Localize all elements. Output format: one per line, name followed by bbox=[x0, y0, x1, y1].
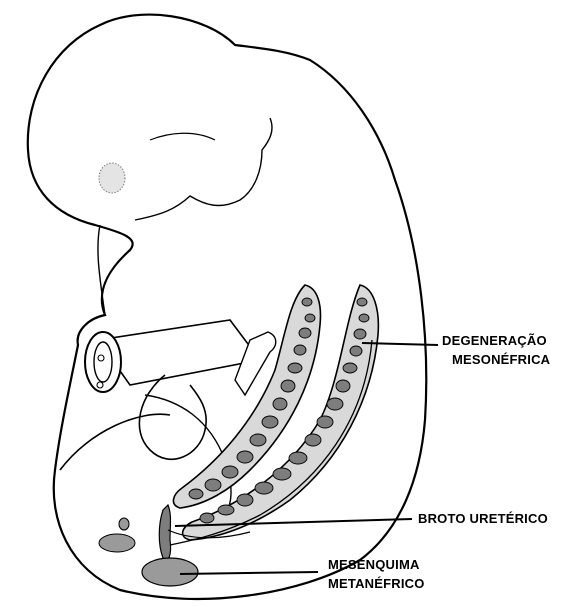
label-broto: BROTO URETÉRICO bbox=[418, 511, 548, 526]
otic-placode bbox=[99, 163, 125, 193]
label-mesenquima-line1: MESENQUIMA bbox=[328, 557, 420, 572]
metanephric-mesenchyme bbox=[142, 558, 198, 586]
label-degeneracao-line2: MESONÉFRICA bbox=[452, 352, 551, 367]
label-mesenquima-line2: METANÉFRICO bbox=[328, 576, 425, 591]
label-degeneracao-line1: DEGENERAÇÃO bbox=[442, 333, 547, 348]
small-blob bbox=[119, 518, 129, 530]
cut-stalk-vessel bbox=[98, 355, 104, 361]
cut-stalk-vessel-2 bbox=[97, 382, 103, 388]
cut-stalk-inner bbox=[94, 342, 112, 382]
cloacal-blob bbox=[99, 534, 135, 552]
